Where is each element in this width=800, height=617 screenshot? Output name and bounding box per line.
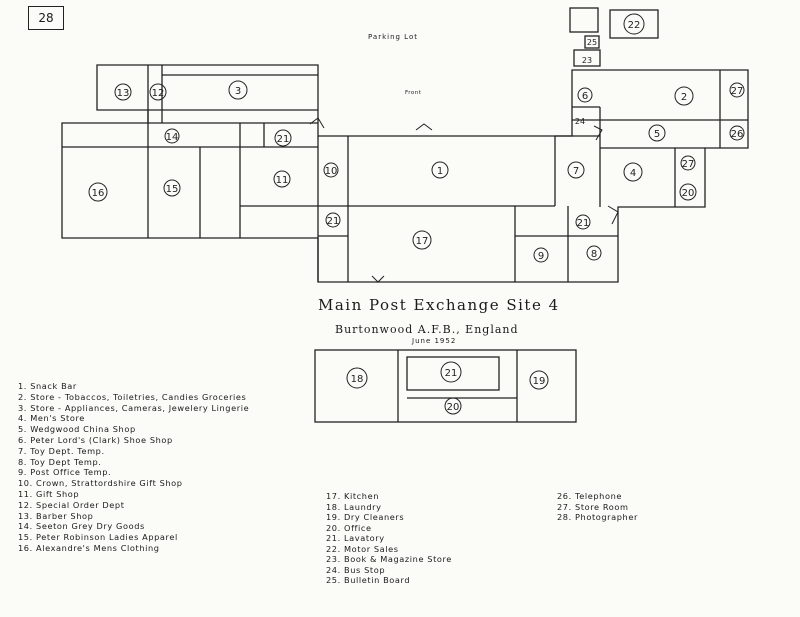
legend-item: 13. Barber Shop [18,510,94,521]
legend-item: 23. Book & Magazine Store [326,554,452,564]
room-15: 15 [166,184,179,195]
room-9: 9 [538,251,544,262]
room-6: 6 [582,91,588,102]
plan-title: Main Post Exchange Site 4 [318,296,560,314]
legend-item: 20. Office [326,522,372,533]
legend-item: 24. Bus Stop [326,564,386,575]
room-10: 10 [325,166,338,177]
legend-column-3: 26. Telephone 27. Store Room 28. Photogr… [557,491,638,523]
legend-item: 1. Snack Bar [18,381,77,391]
legend-item: 10. Crown, Strattordshire Gift Shop [18,478,183,489]
room-21-left: 21 [277,134,290,145]
legend-item: 22. Motor Sales [326,543,399,554]
legend-item: 15. Peter Robinson Ladies Apparel [18,532,178,543]
room-18: 18 [351,374,364,385]
legend-item: 28. Photographer [557,512,638,522]
legend-item: 4. Men's Store [18,413,85,424]
room-13: 13 [117,88,130,99]
room-27-top: 27 [731,86,744,97]
legend-item: 26. Telephone [557,491,623,501]
room-24: 24 [575,117,585,126]
room-8: 8 [591,249,597,260]
legend-item: 3. Store - Appliances, Cameras, Jewelery… [18,402,250,413]
room-20-annex: 20 [447,402,460,413]
room-2: 2 [681,92,687,103]
legend-item: 9. Post Office Temp. [18,467,112,478]
room-22-box [609,9,659,39]
room-21-annex: 21 [445,368,458,379]
legend-item: 16. Alexandre's Mens Clothing [18,542,160,553]
legend-item: 27. Store Room [557,501,629,512]
legend-item: 25. Bulletin Board [326,575,411,585]
legend-item: 5. Wedgwood China Shop [18,424,136,435]
room-3: 3 [235,86,241,97]
room-21-right: 21 [577,218,590,229]
room-5: 5 [654,129,660,140]
room-12: 12 [152,88,165,99]
room-1: 1 [437,166,443,177]
main-building-outline [61,64,749,283]
room-23: 23 [582,56,592,65]
room-17: 17 [416,236,429,247]
legend-item: 2. Store - Tobaccos, Toiletries, Candies… [18,391,247,402]
room-20-right: 20 [682,188,695,199]
room-4: 4 [630,168,636,179]
legend-column-2: 17. Kitchen 18. Laundry 19. Dry Cleaners… [326,491,452,586]
annex-outline [314,349,577,423]
room-25: 25 [587,38,597,47]
legend-item: 11. Gift Shop [18,488,80,499]
room-21-center: 21 [327,216,340,227]
legend-item: 6. Peter Lord's (Clark) Shoe Shop [18,434,173,445]
plan-date: June 1952 [412,337,457,345]
room-19: 19 [533,376,546,387]
legend-item: 12. Special Order Dept [18,499,125,510]
room-11: 11 [276,175,289,186]
room-26: 26 [731,129,744,140]
room-21-annex-box [406,356,500,391]
legend-item: 14. Seeton Grey Dry Goods [18,521,145,532]
room-14: 14 [166,132,179,143]
page-number: 28 [28,6,64,30]
room-7: 7 [573,166,579,177]
room-27-right: 27 [682,159,695,170]
legend-item: 21. Lavatory [326,533,385,543]
legend-item: 18. Laundry [326,501,382,512]
room-22: 22 [628,20,641,31]
front-label: Front [405,90,422,96]
legend-item: 17. Kitchen [326,491,379,501]
legend-item: 8. Toy Dept Temp. [18,456,102,467]
parking-lot-label: Parking Lot [368,33,418,41]
room-16: 16 [92,188,105,199]
legend-column-1: 1. Snack Bar 2. Store - Tobaccos, Toilet… [18,381,249,554]
legend-item: 7. Toy Dept. Temp. [18,445,105,456]
room-23-box [573,49,601,67]
room-box-small [569,7,599,33]
legend-item: 19. Dry Cleaners [326,512,405,522]
plan-subtitle: Burtonwood A.F.B., England [335,323,519,336]
room-25-box [584,35,600,49]
